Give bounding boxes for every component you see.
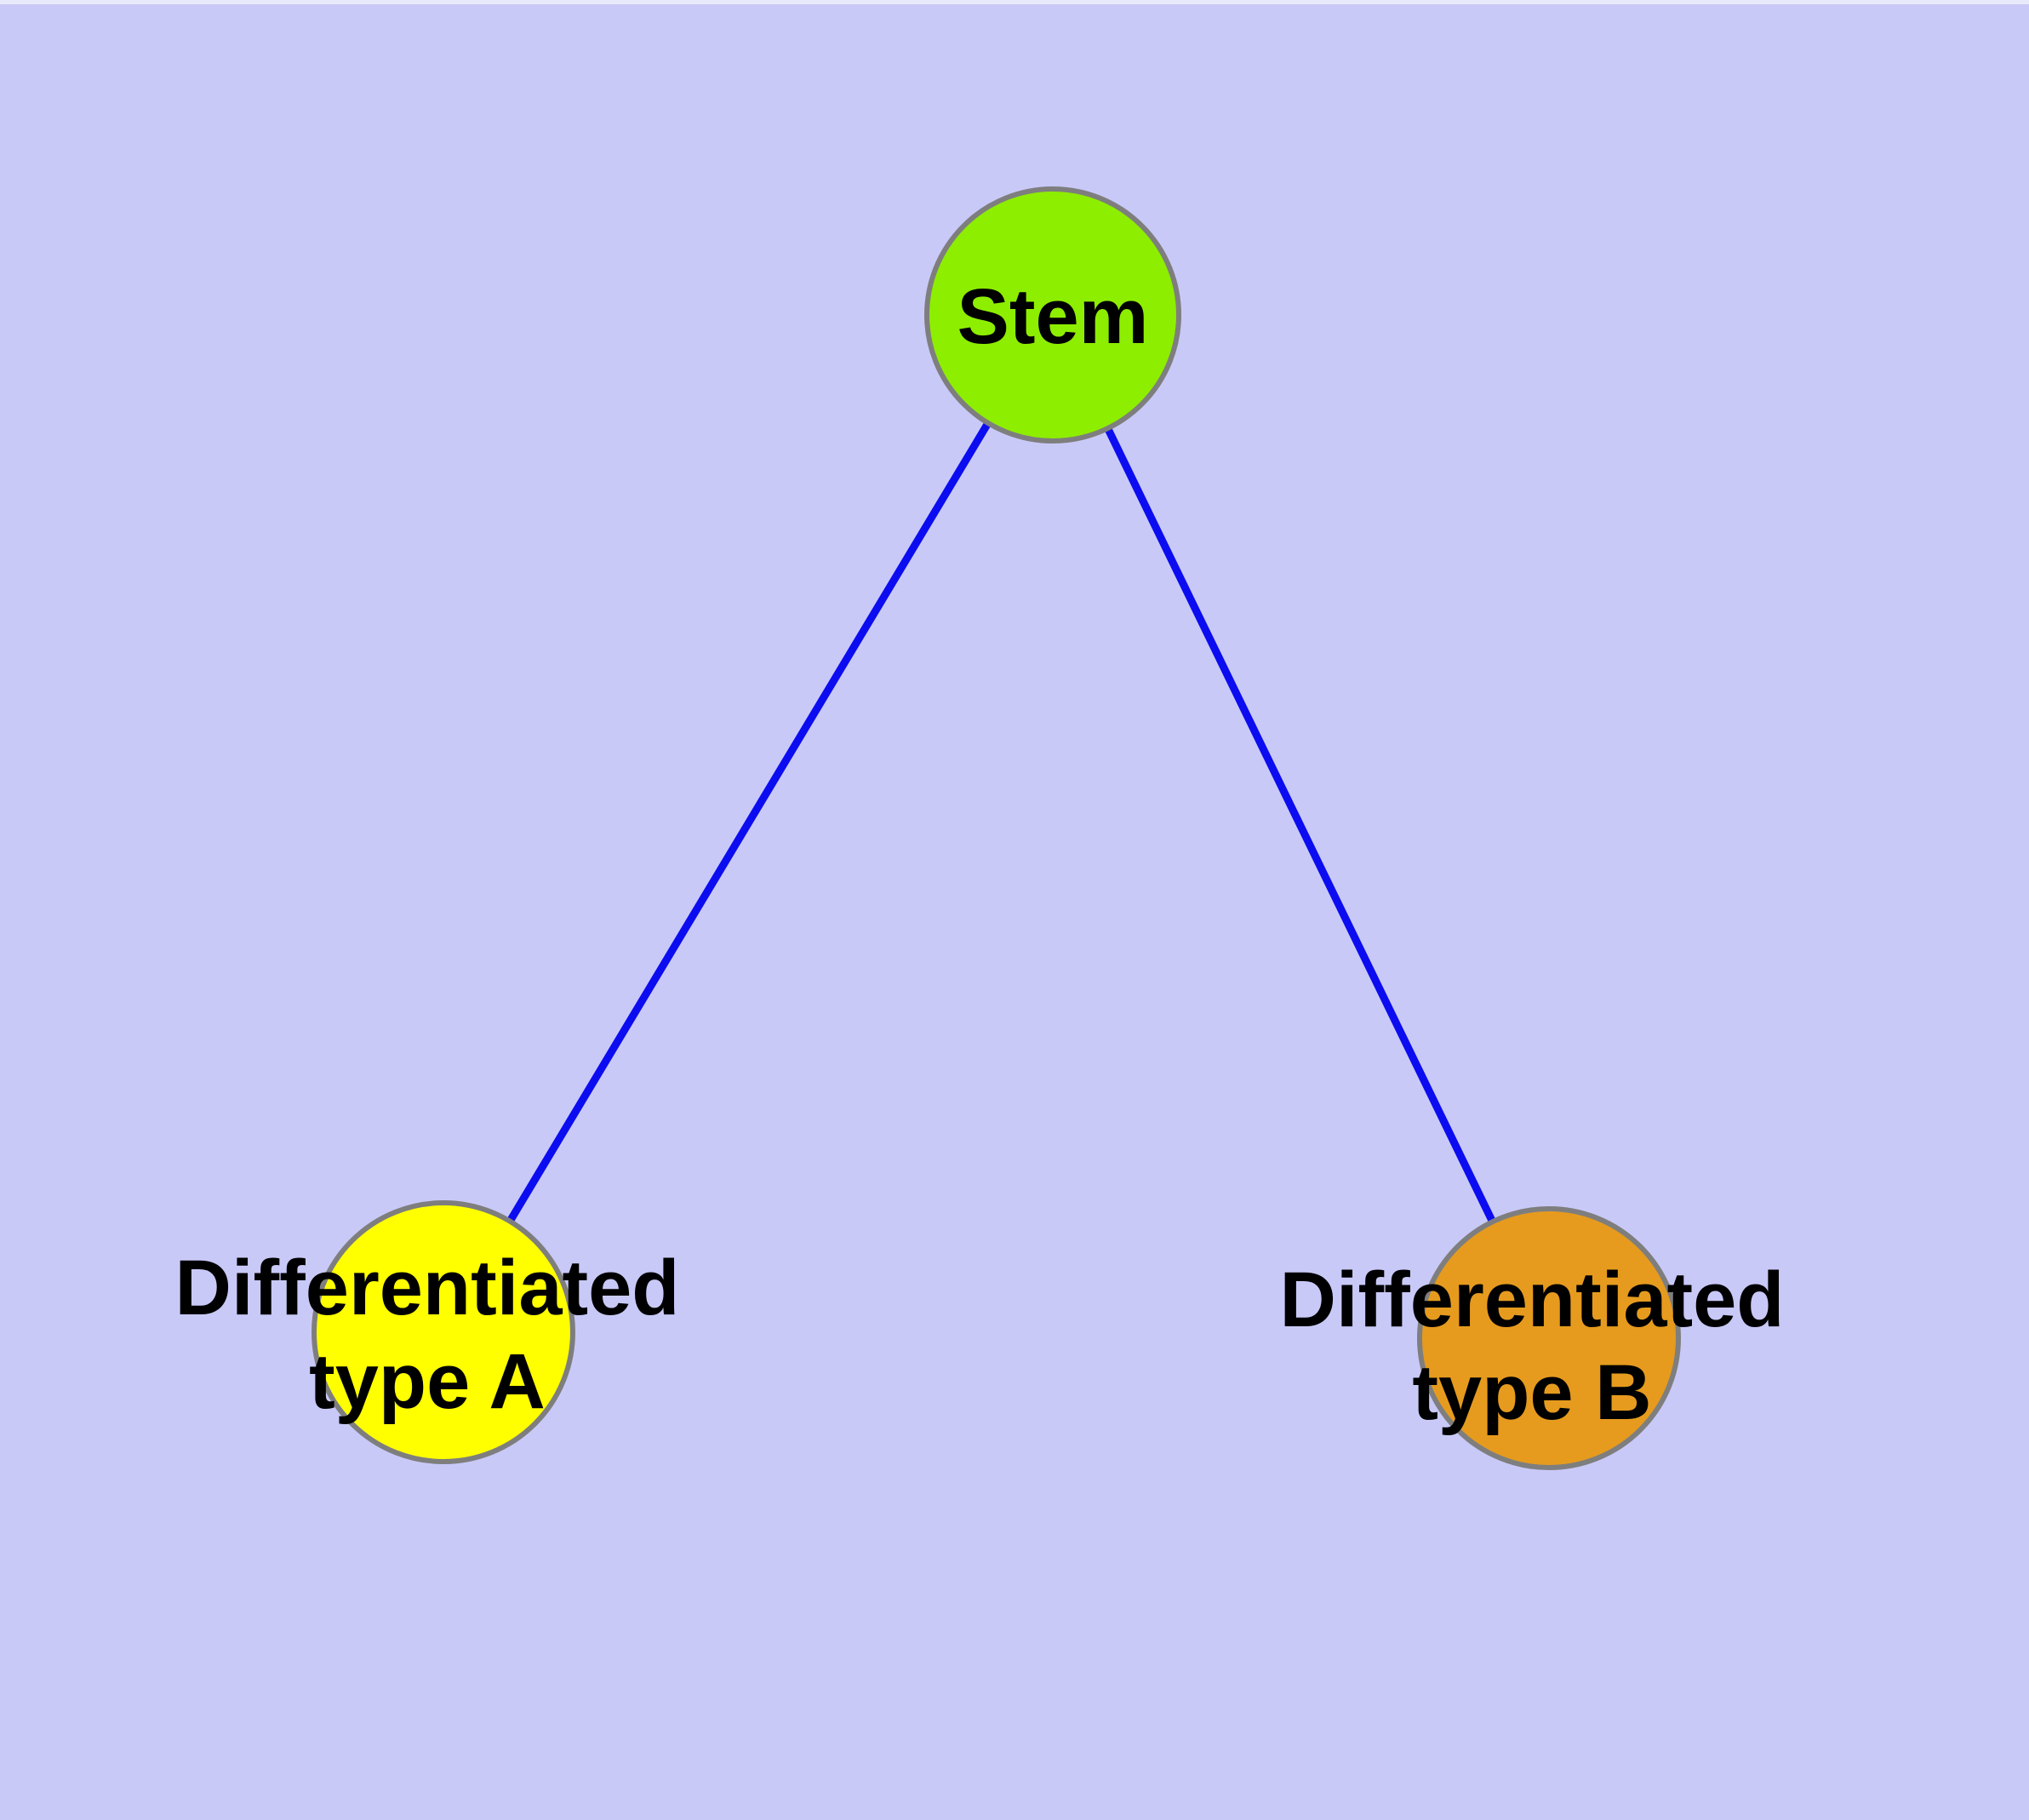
node-differentiated-type-b: Differentiated type B bbox=[1280, 1206, 1785, 1470]
node-stem-label: Stem bbox=[957, 273, 1149, 360]
node-type-b-label-line1: Differentiated bbox=[1280, 1256, 1785, 1343]
top-edge-highlight bbox=[0, 0, 2029, 4]
node-type-b-circle bbox=[1417, 1206, 1681, 1470]
node-type-a-label-line1: Differentiated bbox=[175, 1245, 680, 1331]
edge-stem-to-type-a bbox=[440, 312, 1056, 1335]
node-type-b-label-line2: type B bbox=[1412, 1349, 1651, 1436]
node-stem-circle bbox=[924, 186, 1181, 444]
node-differentiated-type-a: Differentiated type A bbox=[175, 1200, 680, 1464]
node-type-a-label-line2: type A bbox=[309, 1338, 546, 1425]
node-type-a-circle bbox=[311, 1200, 575, 1464]
node-stem: Stem bbox=[924, 186, 1181, 444]
edge-stem-to-type-b bbox=[1049, 313, 1553, 1340]
